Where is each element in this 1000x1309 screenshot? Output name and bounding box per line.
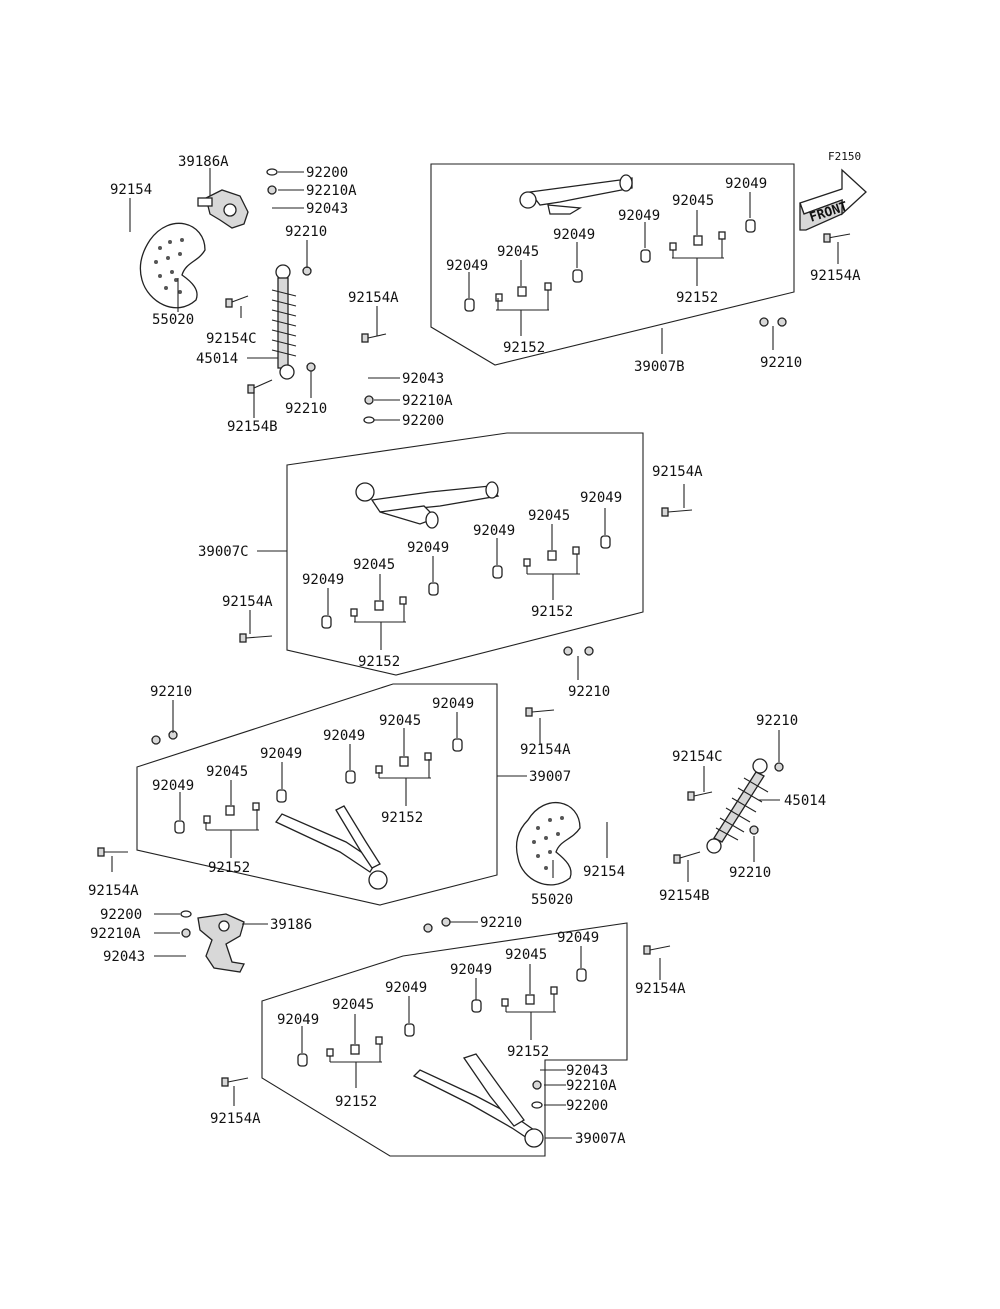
group-39007-outline <box>136 683 498 906</box>
label-92049: 92049 <box>473 523 515 539</box>
label-92152: 92152 <box>507 1044 549 1060</box>
label-92154A: 92154A <box>520 742 571 758</box>
group-39007C-outline <box>286 432 644 676</box>
lower-arm-39007-icon <box>275 805 388 890</box>
label-92049: 92049 <box>407 540 449 556</box>
label-92152: 92152 <box>381 810 423 826</box>
group-39007B-outline <box>430 163 795 366</box>
label-92200: 92200 <box>566 1098 608 1114</box>
label-92154A: 92154A <box>210 1111 261 1127</box>
label-92045: 92045 <box>672 193 714 209</box>
label-92049: 92049 <box>553 227 595 243</box>
label-92152: 92152 <box>335 1094 377 1110</box>
label-92154C: 92154C <box>672 749 723 765</box>
label-92049: 92049 <box>260 746 302 762</box>
label-92210: 92210 <box>729 865 771 881</box>
label-92154A: 92154A <box>652 464 703 480</box>
brake-disc-55020-right-icon <box>515 802 581 886</box>
label-55020: 55020 <box>152 312 194 328</box>
label-92154A: 92154A <box>810 268 861 284</box>
label-92154A: 92154A <box>88 883 139 899</box>
label-92152: 92152 <box>676 290 718 306</box>
label-92154C: 92154C <box>206 331 257 347</box>
label-45014: 45014 <box>784 793 826 809</box>
label-92210: 92210 <box>568 684 610 700</box>
label-39007B: 39007B <box>634 359 685 375</box>
upper-arm-39007C-icon <box>355 481 500 529</box>
label-92210: 92210 <box>150 684 192 700</box>
label-92152: 92152 <box>503 340 545 356</box>
label-92049: 92049 <box>725 176 767 192</box>
label-92200: 92200 <box>402 413 444 429</box>
label-92049: 92049 <box>557 930 599 946</box>
label-92210: 92210 <box>756 713 798 729</box>
leader-lines <box>111 168 839 1139</box>
brake-disc-55020-icon <box>139 222 206 309</box>
front-arrow-icon: FRONT <box>799 168 867 231</box>
label-92049: 92049 <box>323 728 365 744</box>
label-92154A: 92154A <box>635 981 686 997</box>
label-92210A: 92210A <box>90 926 141 942</box>
label-92045: 92045 <box>206 764 248 780</box>
label-92200: 92200 <box>100 907 142 923</box>
label-92154B: 92154B <box>227 419 278 435</box>
label-92049: 92049 <box>277 1012 319 1028</box>
label-39007C: 39007C <box>198 544 249 560</box>
knuckle-39186A-icon <box>197 189 249 229</box>
label-92043: 92043 <box>402 371 444 387</box>
label-92045: 92045 <box>497 244 539 260</box>
label-92049: 92049 <box>618 208 660 224</box>
label-39007A: 39007A <box>575 1131 626 1147</box>
label-92210A: 92210A <box>306 183 357 199</box>
upper-arm-39007B-icon <box>519 174 633 215</box>
hardware-small-parts <box>97 168 851 1109</box>
label-45014: 45014 <box>196 351 238 367</box>
label-92154A: 92154A <box>348 290 399 306</box>
label-39007: 39007 <box>529 769 571 785</box>
label-92152: 92152 <box>531 604 573 620</box>
label-92045: 92045 <box>332 997 374 1013</box>
figure-id: F2150 <box>828 150 861 163</box>
label-39186A: 39186A <box>178 154 229 170</box>
label-92210: 92210 <box>285 401 327 417</box>
label-92049: 92049 <box>580 490 622 506</box>
label-92154B: 92154B <box>659 888 710 904</box>
label-92210A: 92210A <box>402 393 453 409</box>
label-92210: 92210 <box>760 355 802 371</box>
label-92043: 92043 <box>566 1063 608 1079</box>
shock-absorber-45014-right-icon <box>706 758 769 854</box>
label-92049: 92049 <box>152 778 194 794</box>
label-92049: 92049 <box>446 258 488 274</box>
label-92045: 92045 <box>353 557 395 573</box>
part-labels: 39186A 92200 92210A 92043 92154 92210 55… <box>88 154 861 1147</box>
label-92045: 92045 <box>528 508 570 524</box>
label-92049: 92049 <box>302 572 344 588</box>
group-39007A-outline <box>261 922 628 1157</box>
label-92049: 92049 <box>385 980 427 996</box>
label-92152: 92152 <box>208 860 250 876</box>
knuckle-39186-icon <box>197 913 245 973</box>
label-92152: 92152 <box>358 654 400 670</box>
label-39186: 39186 <box>270 917 312 933</box>
label-92045: 92045 <box>505 947 547 963</box>
label-92045: 92045 <box>379 713 421 729</box>
label-55020: 55020 <box>531 892 573 908</box>
label-92154: 92154 <box>583 864 625 880</box>
label-92154A: 92154A <box>222 594 273 610</box>
label-92049: 92049 <box>450 962 492 978</box>
label-92210A: 92210A <box>566 1078 617 1094</box>
label-92154: 92154 <box>110 182 152 198</box>
label-92200: 92200 <box>306 165 348 181</box>
label-92210: 92210 <box>480 915 522 931</box>
label-92043: 92043 <box>306 201 348 217</box>
lower-arm-39007A-icon <box>412 1053 544 1148</box>
label-92043: 92043 <box>103 949 145 965</box>
label-92049: 92049 <box>432 696 474 712</box>
shock-absorber-45014-icon <box>271 264 297 380</box>
label-92210: 92210 <box>285 224 327 240</box>
